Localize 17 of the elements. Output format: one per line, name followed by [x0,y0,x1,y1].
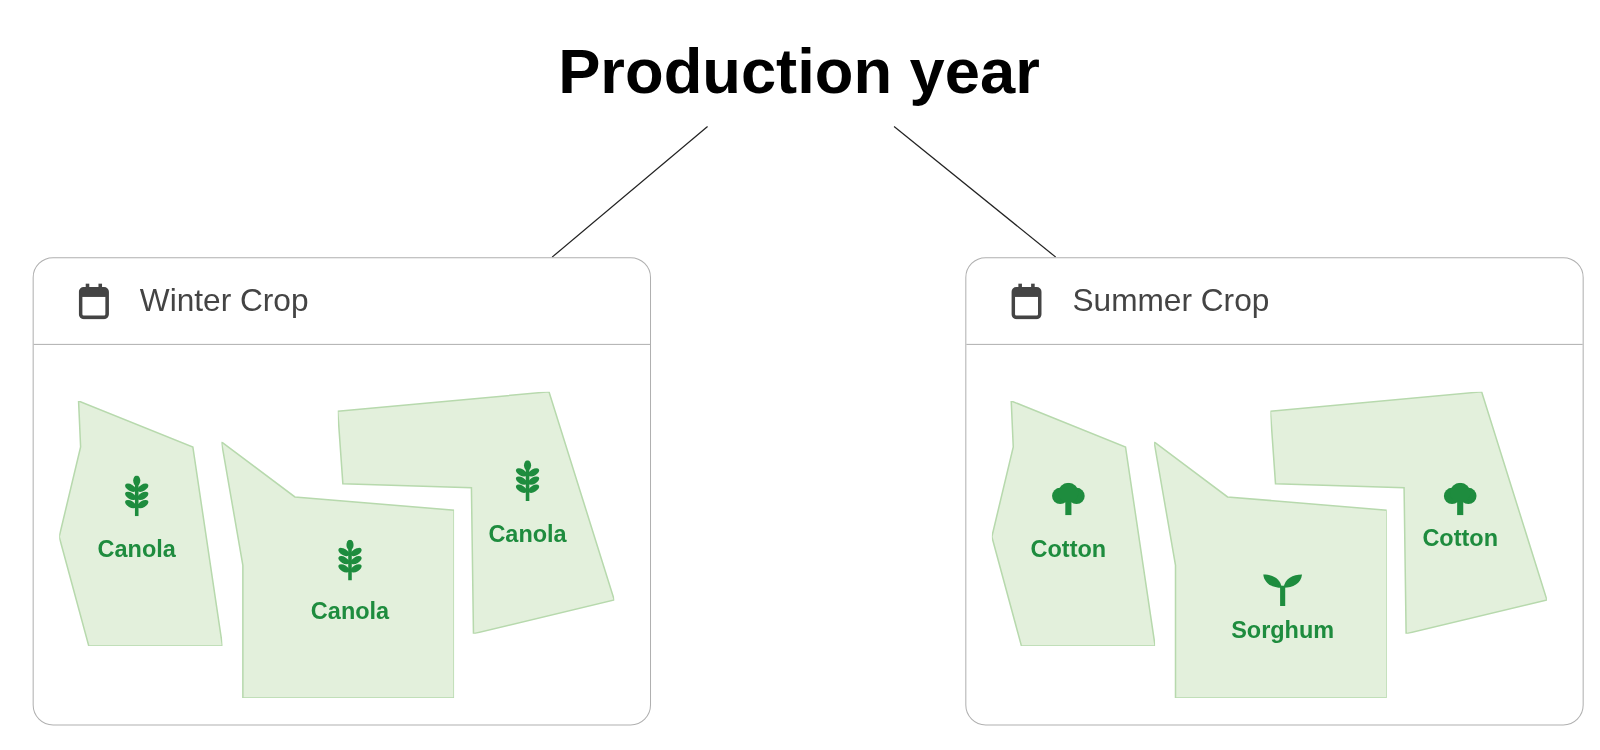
field-parcel [221,441,455,698]
field-parcel [991,401,1156,646]
connector-line [551,125,709,258]
connector-line [893,125,1057,258]
field-label: Cotton [1030,535,1107,563]
card-title: Summer Crop [1072,282,1270,320]
field-label: Canola [310,597,390,625]
field-parcel [1154,441,1387,698]
card-title: Winter Crop [139,282,309,320]
field-label: Sorghum [1231,616,1335,643]
crop-card [965,257,1584,726]
field-label: Canola [488,520,567,547]
field-label: Canola [97,535,176,563]
field-label: Cotton [1422,524,1498,551]
crop-card [32,257,651,726]
heading-text: Production year [558,35,1040,107]
field-parcel [59,401,223,646]
